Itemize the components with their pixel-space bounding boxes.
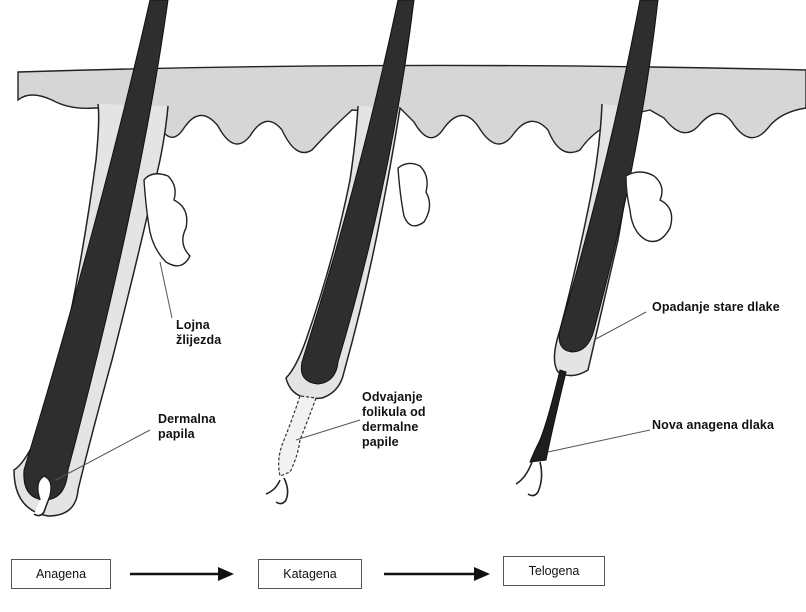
phase-box-anagen: Anagena xyxy=(11,559,111,589)
label-new-anagen-hair: Nova anagena dlaka xyxy=(652,418,774,433)
phase-box-telogen: Telogena xyxy=(503,556,605,586)
catagen-dermal-papilla xyxy=(266,478,288,504)
telogen-new-anagen-hair xyxy=(530,370,566,462)
leader-new-hair xyxy=(548,430,650,452)
catagen-sebaceous-gland xyxy=(398,163,430,225)
arrow-anagen-to-catagen xyxy=(130,567,234,581)
arrow-catagen-to-telogen xyxy=(384,567,490,581)
anagen-sebaceous-gland xyxy=(144,174,190,266)
telogen-sebaceous-gland xyxy=(626,172,672,242)
telogen-dermal-papilla xyxy=(516,462,542,496)
leader-old-hair xyxy=(594,312,646,340)
leader-sebaceous xyxy=(160,262,172,318)
phase-box-catagen: Katagena xyxy=(258,559,362,589)
catagen-hair-shaft xyxy=(301,0,414,384)
label-old-hair-shedding: Opadanje stare dlake xyxy=(652,300,780,315)
